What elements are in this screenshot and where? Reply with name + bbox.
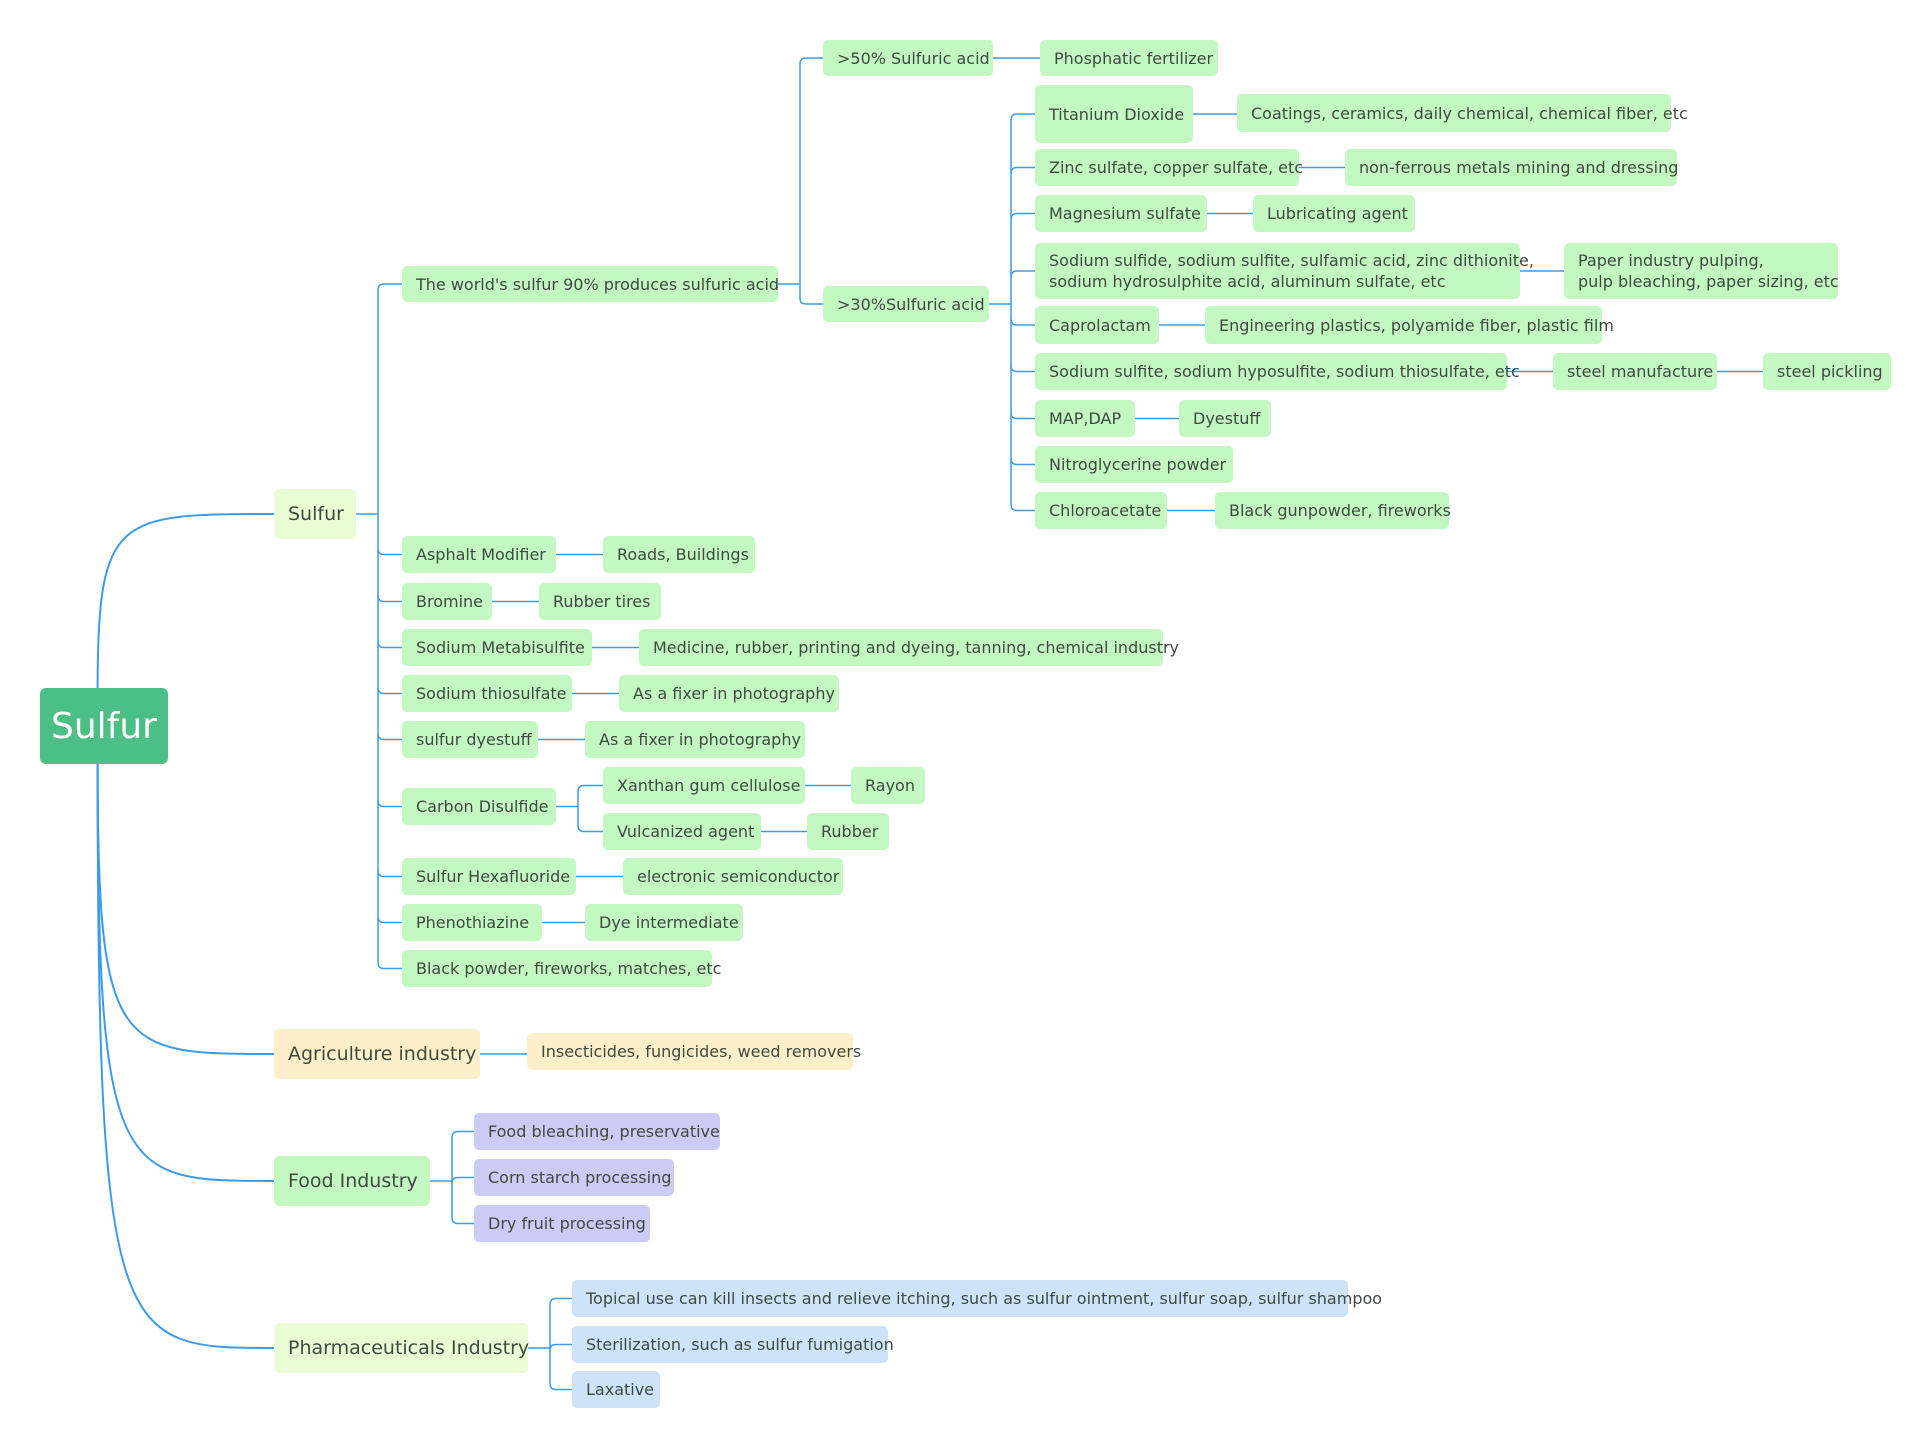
root-topic-sulfur[interactable]: Sulfur [40, 688, 168, 764]
topic-ph2[interactable]: Laxative [572, 1371, 660, 1408]
connector-line [377, 870, 402, 878]
topic-cs2[interactable]: Carbon Disulfide [402, 788, 556, 825]
topic-sod[interactable]: Sodium sulfite, sodium hyposulfite, sodi… [1035, 353, 1520, 390]
topic-br[interactable]: Bromine [402, 583, 492, 620]
topic-metau[interactable]: Medicine, rubber, printing and dyeing, t… [639, 629, 1179, 666]
connector-line [377, 916, 402, 924]
topic-vulu[interactable]: Rubber [807, 813, 889, 850]
topic-aspu[interactable]: Roads, Buildings [603, 536, 755, 573]
topic-agri[interactable]: Insecticides, fungicides, weed removers [527, 1033, 861, 1070]
topic-sulfuric[interactable]: The world's sulfur 90% produces sulfuric… [402, 266, 779, 302]
connector-line [377, 733, 402, 741]
topic-thiou[interactable]: As a fixer in photography [619, 675, 839, 712]
connector-line [799, 57, 823, 65]
topic-asp[interactable]: Asphalt Modifier [402, 536, 556, 573]
connector-line [1010, 365, 1035, 373]
connector-line [799, 297, 823, 305]
topic-dyeu[interactable]: As a fixer in photography [585, 721, 805, 758]
topic-vul[interactable]: Vulcanized agent [603, 813, 761, 850]
branch-food-industry[interactable]: Food Industry [274, 1156, 430, 1206]
topic-a50u[interactable]: Phosphatic fertilizer [1040, 40, 1218, 76]
topic-food1[interactable]: Corn starch processing [474, 1159, 674, 1196]
connector-line [1010, 212, 1035, 220]
topic-thio[interactable]: Sodium thiosulfate [402, 675, 572, 712]
branch-pharmaceuticals-industry[interactable]: Pharmaceuticals Industry [274, 1323, 529, 1373]
topic-phen[interactable]: Phenothiazine [402, 904, 542, 941]
connector-line [549, 1297, 572, 1305]
topic-xanu[interactable]: Rayon [851, 767, 925, 804]
topic-ti[interactable]: Titanium Dioxide [1035, 85, 1193, 143]
topic-zn[interactable]: Zinc sulfate, copper sulfate, etc [1035, 149, 1303, 186]
topic-phenu[interactable]: Dye intermediate [585, 904, 743, 941]
topic-food0[interactable]: Food bleaching, preservative [474, 1113, 720, 1150]
topic-map[interactable]: MAP,DAP [1035, 400, 1135, 437]
topic-xan[interactable]: Xanthan gum cellulose [603, 767, 805, 804]
connector-line [1010, 270, 1035, 278]
topic-mg[interactable]: Magnesium sulfate [1035, 195, 1207, 232]
connector-line [1010, 113, 1035, 121]
topic-tiu[interactable]: Coatings, ceramics, daily chemical, chem… [1237, 94, 1688, 132]
topic-chlu[interactable]: Black gunpowder, fireworks [1215, 492, 1451, 529]
topic-hexu[interactable]: electronic semiconductor [623, 858, 843, 895]
connector-line [451, 1217, 474, 1225]
connector-line [549, 1383, 572, 1391]
connector-line [451, 1130, 474, 1138]
topic-hex[interactable]: Sulfur Hexafluoride [402, 858, 576, 895]
connector-line [451, 1176, 474, 1184]
connector-line [377, 962, 402, 970]
connector-line [577, 784, 603, 792]
topic-znu[interactable]: non-ferrous metals mining and dressing [1345, 149, 1678, 186]
topic-sodu[interactable]: steel manufacture [1553, 353, 1717, 390]
connector-line [96, 763, 275, 1349]
topic-mgu[interactable]: Lubricating agent [1253, 195, 1415, 232]
topic-ph1[interactable]: Sterilization, such as sulfur fumigation [572, 1326, 894, 1363]
topic-a50[interactable]: >50% Sulfuric acid [823, 40, 993, 76]
topic-capu[interactable]: Engineering plastics, polyamide fiber, p… [1205, 306, 1614, 344]
connector-line [1010, 318, 1035, 326]
connector-line [377, 800, 402, 808]
connector-line [1010, 458, 1035, 466]
topic-sodu2[interactable]: steel pickling [1763, 353, 1891, 390]
topic-bru[interactable]: Rubber tires [539, 583, 661, 620]
topic-dye[interactable]: sulfur dyestuff [402, 721, 538, 758]
topic-nitro[interactable]: Nitroglycerine powder [1035, 446, 1233, 483]
topic-food2[interactable]: Dry fruit processing [474, 1205, 650, 1242]
connector-line [377, 595, 402, 603]
connector-line [377, 641, 402, 649]
topic-mapu[interactable]: Dyestuff [1179, 400, 1271, 437]
topic-ph0[interactable]: Topical use can kill insects and relieve… [572, 1280, 1382, 1317]
topic-a30[interactable]: >30%Sulfuric acid [823, 286, 989, 322]
connector-line [1010, 412, 1035, 420]
topic-meta[interactable]: Sodium Metabisulfite [402, 629, 592, 666]
connector-line [549, 1343, 572, 1351]
connector-line [377, 283, 402, 291]
branch-sulfur[interactable]: Sulfur [274, 489, 356, 539]
topic-black[interactable]: Black powder, fireworks, matches, etc [402, 950, 721, 987]
topic-chl[interactable]: Chloroacetate [1035, 492, 1167, 529]
connector-line [377, 548, 402, 556]
connector-line [1010, 504, 1035, 512]
connector-line [1010, 166, 1035, 174]
topic-nau[interactable]: Paper industry pulping, pulp bleaching, … [1564, 243, 1839, 299]
branch-agriculture-industry[interactable]: Agriculture industry [274, 1029, 480, 1079]
topic-na[interactable]: Sodium sulfide, sodium sulfite, sulfamic… [1035, 243, 1534, 299]
connector-line [96, 513, 275, 689]
connector-line [577, 825, 603, 833]
topic-cap[interactable]: Caprolactam [1035, 306, 1159, 344]
connector-line [377, 687, 402, 695]
